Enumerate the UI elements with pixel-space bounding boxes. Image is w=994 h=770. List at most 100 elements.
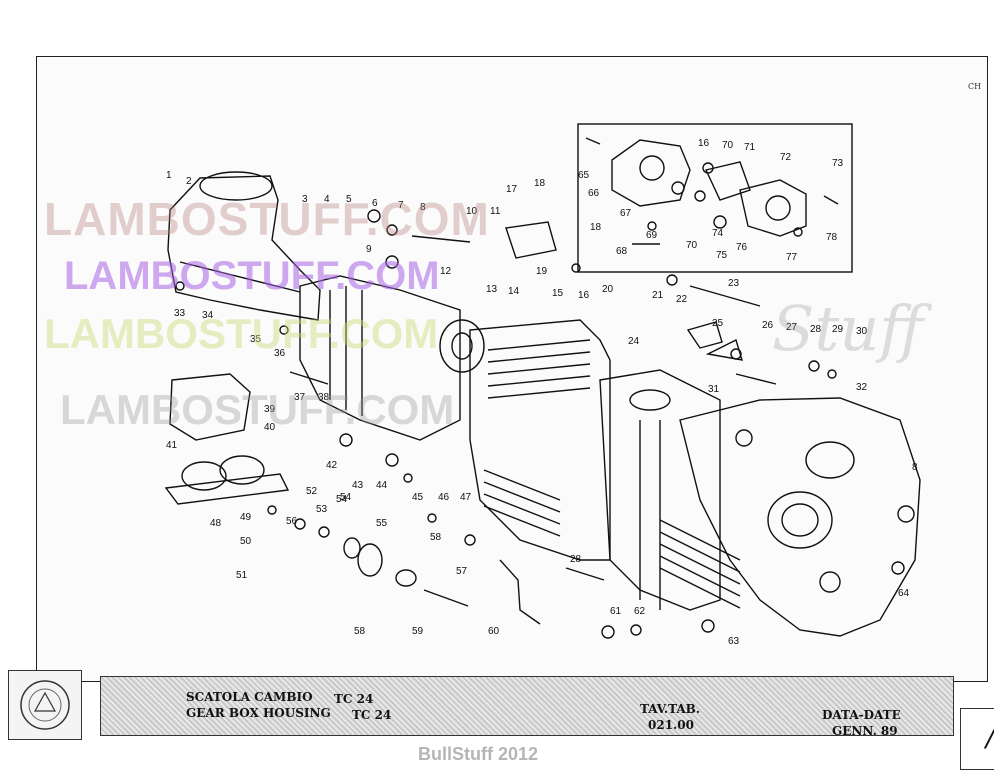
callout-number: 76 [736,242,748,253]
callout-number: 51 [236,570,248,581]
title-italian: SCATOLA CAMBIO [186,690,313,704]
callout-number: 50 [240,536,252,547]
callout-number: 36 [274,348,286,359]
callout-number: 34 [202,310,214,321]
callout-number: 29 [832,324,844,335]
callout-number: 6 [372,198,378,209]
date-value: GENN. 89 [832,724,898,738]
callout-number: 18 [534,178,546,189]
callout-number: 28 [810,324,822,335]
callout-number: 12 [440,266,452,277]
callout-number: 41 [166,440,178,451]
callout-number: 27 [786,322,798,333]
callout-number: 71 [744,142,756,153]
callout-number: 38 [318,392,330,403]
title-block [100,676,954,736]
callout-number: 3 [302,194,308,205]
callout-number: 8 [420,202,426,213]
callout-number: 46 [438,492,450,503]
callout-number: 2 [186,176,192,187]
callout-number: 17 [506,184,518,195]
callout-number: 10 [466,206,478,217]
callout-number: 21 [652,290,664,301]
callout-number: 78 [826,232,838,243]
callout-number: 77 [786,252,798,263]
callout-number: 67 [620,208,632,219]
callout-number: 16 [578,290,590,301]
callout-number: 5 [346,194,352,205]
title-english: GEAR BOX HOUSING [186,706,331,720]
callout-number: 48 [210,518,222,529]
callout-number: 19 [536,266,548,277]
callout-number: 61 [610,606,622,617]
bottom-watermark: BullStuff 2012 [418,744,539,764]
callout-number: 20 [602,284,614,295]
callout-number: 14 [508,286,520,297]
callout-number: 28 [570,554,582,565]
callout-number: 4 [324,194,330,205]
callout-number: 31 [708,384,720,395]
callout-number: 56 [286,516,298,527]
callout-number: 35 [250,334,262,345]
callout-number: 18 [590,222,602,233]
callout-number: 24 [628,336,640,347]
callout-number: 49 [240,512,252,523]
callout-number: 8 [912,462,918,473]
callout-number: 70 [686,240,698,251]
mount-bracket-part [169,373,251,441]
callout-number: 68 [616,246,628,257]
page-corner-box [960,708,994,770]
callout-number: 59 [412,626,424,637]
callout-number: 47 [460,492,472,503]
callout-number: 40 [264,422,276,433]
intermediate-case-part [469,319,611,561]
callout-number: 39 [264,404,276,415]
date-label: DATA-DATE [822,708,901,722]
callout-number: 22 [676,294,688,305]
callout-number: 58 [430,532,442,543]
callout-number: 53 [316,504,328,515]
callout-number: 7 [398,200,404,211]
callout-number: 52 [306,486,318,497]
table-label: TAV.TAB. [640,702,701,716]
front-housing-part [167,175,321,321]
callout-number: 44 [376,480,388,491]
callout-number: 65 [578,170,590,181]
callout-number: 55 [376,518,388,529]
callout-number: 64 [898,588,910,599]
callout-number: 23 [728,278,740,289]
callout-number: 25 [712,318,724,329]
callout-number: 13 [486,284,498,295]
differential-housing-part [679,397,921,637]
callout-number: 42 [326,460,338,471]
watermark-script: Stuff [772,292,924,365]
callout-number: 57 [456,566,468,577]
callout-number: 62 [634,606,646,617]
callout-number: 54 [340,492,352,503]
main-case-part [299,275,461,441]
callout-number: 11 [490,206,501,217]
callout-number: 74 [712,228,724,239]
callout-number: 43 [352,480,364,491]
callout-number: 15 [552,288,564,299]
inset-frame [577,123,853,273]
callout-number: 9 [366,244,372,255]
callout-number: 1 [166,170,172,181]
model-italian: TC 24 [334,692,374,706]
callout-number: 26 [762,320,774,331]
callout-number: 37 [294,392,306,403]
watermark-text: LAMBOSTUFF.COM [60,386,455,433]
drawing-sheet [36,56,988,682]
watermark-text: LAMBOSTUFF.COM [44,193,490,245]
callout-number: 58 [354,626,366,637]
watermark-text: LAMBOSTUFF.COM [44,310,439,357]
callout-number: 72 [780,152,792,163]
callout-number: 45 [412,492,424,503]
callout-number: 30 [856,326,868,337]
callout-number: 70 [722,140,734,151]
callout-number: 16 [698,138,710,149]
callout-number: 73 [832,158,844,169]
sheet-code: CH [968,82,982,91]
callout-number: 75 [716,250,728,261]
